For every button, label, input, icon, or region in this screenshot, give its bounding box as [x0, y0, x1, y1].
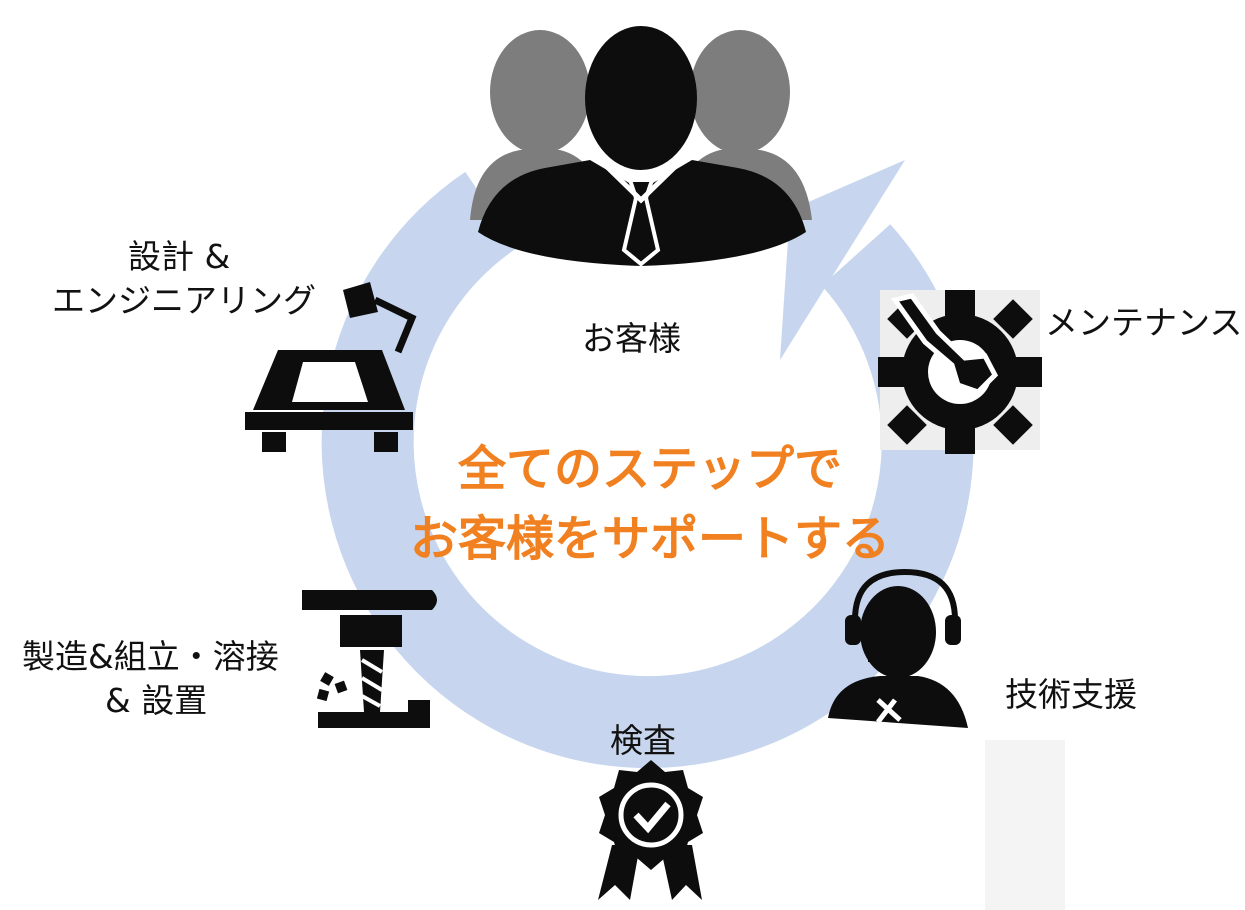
label-manufacturing-line1: 製造&組立・溶接	[22, 637, 279, 676]
maintenance-gear-wrench-icon	[878, 290, 1042, 454]
label-design-line1: 設計 &	[128, 237, 231, 276]
label-manufacturing-line2: & 設置	[105, 681, 208, 720]
center-title-line1: 全てのステップで	[457, 441, 842, 497]
customer-group-icon	[470, 26, 812, 267]
tech-support-headset-icon	[828, 568, 968, 728]
label-maintenance: メンテナンス	[1045, 303, 1243, 342]
background-strip	[985, 740, 1065, 910]
label-tech-support: 技術支援	[1005, 675, 1137, 714]
label-inspection: 検査	[610, 721, 676, 760]
design-engineering-icon	[245, 282, 417, 452]
label-customer: お客様	[582, 319, 681, 358]
label-design-line2: エンジニアリング	[52, 281, 316, 320]
center-title-line2: お客様をサポートする	[409, 511, 890, 567]
inspection-badge-icon	[598, 760, 703, 900]
manufacturing-mill-icon	[302, 590, 437, 728]
cycle-arrow-head	[780, 160, 905, 360]
